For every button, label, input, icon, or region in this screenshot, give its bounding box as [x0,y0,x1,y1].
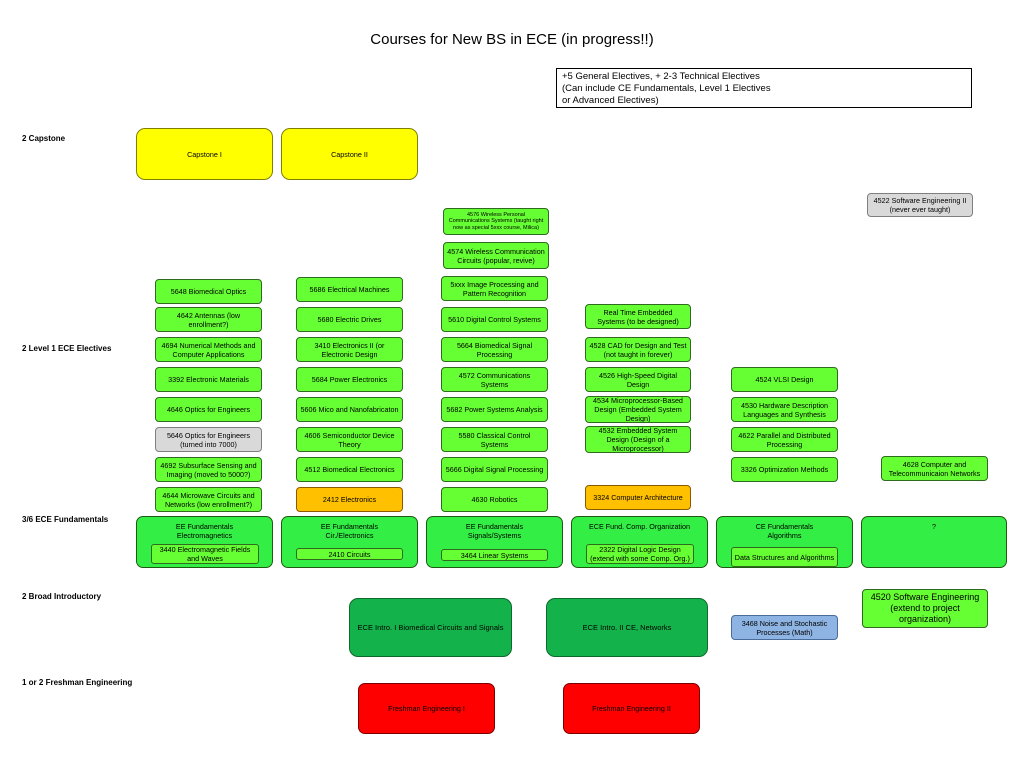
level-label-freshman: 1 or 2 Freshman Engineering [22,678,133,687]
course-box-core: 2412 Electronics [296,487,403,512]
capstone-1-box: Capstone I [136,128,273,180]
fundamentals-course: Data Structures and Algorithms [731,547,838,567]
fundamentals-course: 2322 Digital Logic Design (extend with s… [586,544,694,564]
fundamentals-title: EE Fundamentals Electromagnetics [175,522,234,540]
course-box: 4692 Subsurface Sensing and Imaging (mov… [155,457,262,482]
course-box: Real Time Embedded Systems (to be design… [585,304,691,329]
level-label-capstone: 2 Capstone [22,134,66,143]
course-box: 4694 Numerical Methods and Computer Appl… [155,337,262,362]
course-box: 4532 Embedded System Design (Design of a… [585,426,691,453]
course-box: 4528 CAD for Design and Test (not taught… [585,337,691,362]
course-box: 3326 Optimization Methods [731,457,838,482]
course-box: 4574 Wireless Communication Circuits (po… [443,242,549,269]
fundamentals-electromagnetics: EE Fundamentals Electromagnetics 3440 El… [136,516,273,568]
note-line: +5 General Electives, + 2-3 Technical El… [562,71,760,82]
level-label-electives: 2 Level 1 ECE Electives [22,344,112,353]
fundamentals-circuits: EE Fundamentals Cir./Electronics 2410 Ci… [281,516,418,568]
course-box: 5684 Power Electronics [296,367,403,392]
course-box: 5580 Classical Control Systems [441,427,548,452]
fundamentals-title: EE Fundamentals Signals/Systems [465,522,524,540]
capstone-2-box: Capstone II [281,128,418,180]
fundamentals-algorithms: CE Fundamentals Algorithms Data Structur… [716,516,853,568]
fundamentals-signals: EE Fundamentals Signals/Systems 3464 Lin… [426,516,563,568]
course-box: 4622 Parallel and Distributed Processing [731,427,838,452]
intro-1-box: ECE Intro. I Biomedical Circuits and Sig… [349,598,512,657]
course-box: 4646 Optics for Engineers [155,397,262,422]
intro-2-box: ECE Intro. II CE, Networks [546,598,708,657]
course-box: 3392 Electronic Materials [155,367,262,392]
course-box: 5666 Digital Signal Processing [441,457,548,482]
course-box: 5xxx Image Processing and Pattern Recogn… [441,276,548,301]
freshman-2-box: Freshman Engineering II [563,683,700,734]
freshman-1-box: Freshman Engineering I [358,683,495,734]
course-box: 4644 Microwave Circuits and Networks (lo… [155,487,262,512]
fundamentals-comp-org: ECE Fund. Comp. Organization 2322 Digita… [571,516,708,568]
course-box: 4512 Biomedical Electronics [296,457,403,482]
electives-note: +5 General Electives, + 2-3 Technical El… [556,68,972,108]
course-box: 5686 Electrical Machines [296,277,403,302]
course-box: 4576 Wireless Personal Communications Sy… [443,208,549,235]
course-box: 5664 Biomedical Signal Processing [441,337,548,362]
course-box-math: 3468 Noise and Stochastic Processes (Mat… [731,615,838,640]
fundamentals-title: CE Fundamentals Algorithms [755,522,814,540]
fundamentals-title: ? [932,522,936,531]
fundamentals-unknown: ? [861,516,1007,568]
course-box: 5606 Mico and Nanofabricaton [296,397,403,422]
course-box: 4534 Microprocessor-Based Design (Embedd… [585,396,691,423]
course-box: 5680 Electric Drives [296,307,403,332]
course-box: 4630 Robotics [441,487,548,512]
course-box-retired: 4522 Software Engineering II (never ever… [867,193,973,217]
course-box: 5648 Biomedical Optics [155,279,262,304]
course-box: 5682 Power Systems Analysis [441,397,548,422]
course-box: 4642 Antennas (low enrollment?) [155,307,262,332]
fundamentals-title: ECE Fund. Comp. Organization [588,522,691,531]
level-label-introductory: 2 Broad Introductory [22,592,102,601]
note-line: (Can include CE Fundamentals, Level 1 El… [562,83,771,94]
course-box: 3410 Electronics II (or Electronic Desig… [296,337,403,362]
course-box: 4524 VLSI Design [731,367,838,392]
course-box: 4572 Communications Systems [441,367,548,392]
fundamentals-title: EE Fundamentals Cir./Electronics [320,522,379,540]
software-engineering-box: 4520 Software Engineering (extend to pro… [862,589,988,628]
note-line: or Advanced Electives) [562,95,659,106]
course-box: 4628 Computer and Telecommunicaion Netwo… [881,456,988,481]
course-box-retired: 5646 Optics for Engineers (turned into 7… [155,427,262,452]
course-box: 5610 Digital Control Systems [441,307,548,332]
fundamentals-course: 3440 Electromagnetic Fields and Waves [151,544,259,564]
course-box: 4606 Semiconductor Device Theory [296,427,403,452]
course-box: 4526 High-Speed Digital Design [585,367,691,392]
fundamentals-course: 3464 Linear Systems [441,549,548,561]
fundamentals-course: 2410 Circuits [296,548,403,560]
level-label-fundamentals: 3/6 ECE Fundamentals [22,515,109,524]
course-box: 4530 Hardware Description Languages and … [731,397,838,422]
course-box-core: 3324 Computer Architecture [585,485,691,510]
page-title: Courses for New BS in ECE (in progress!!… [370,31,654,48]
